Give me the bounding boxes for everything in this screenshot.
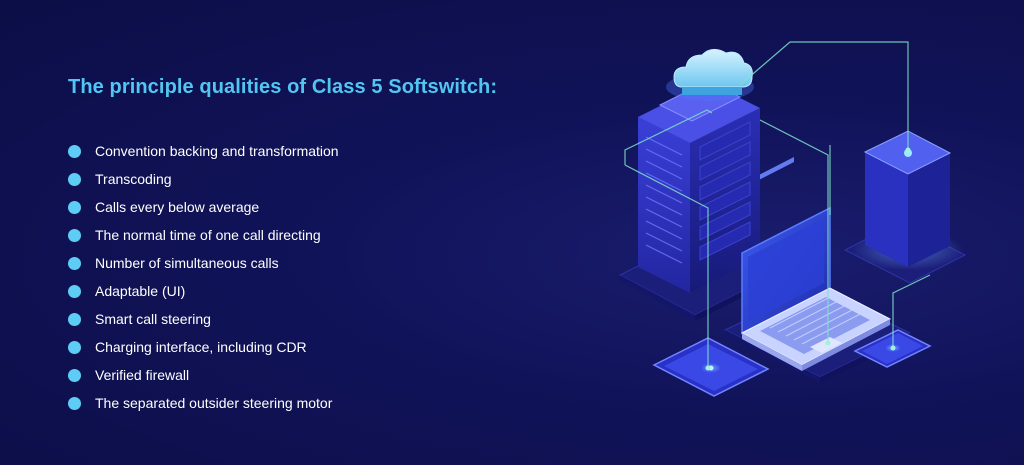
feature-label: The normal time of one call directing [95, 227, 321, 243]
list-item: The separated outsider steering motor [68, 389, 339, 417]
network-illustration [618, 41, 967, 397]
feature-label: Adaptable (UI) [95, 283, 186, 299]
bullet-icon [68, 284, 81, 298]
server-rack-icon [853, 130, 963, 270]
bullet-icon [68, 228, 81, 242]
feature-label: Charging interface, including CDR [95, 339, 307, 355]
bullet-icon [68, 172, 81, 186]
bullet-icon [68, 256, 81, 270]
list-item: Number of simultaneous calls [68, 249, 339, 277]
list-item: The normal time of one call directing [68, 221, 339, 249]
cloud-icon [666, 49, 754, 101]
list-item: Verified firewall [68, 361, 339, 389]
bullet-icon [68, 200, 81, 214]
feature-label: Smart call steering [95, 311, 211, 327]
bullet-icon [68, 396, 81, 410]
page-title: The principle qualities of Class 5 Softs… [68, 76, 498, 98]
bullet-icon [68, 368, 81, 382]
laptop-icon [740, 157, 892, 371]
feature-label: Calls every below average [95, 199, 260, 215]
feature-list: Convention backing and transformation Tr… [68, 137, 339, 417]
list-item: Calls every below average [68, 193, 339, 221]
bullet-icon [68, 144, 81, 158]
feature-label: Convention backing and transformation [95, 143, 339, 159]
list-item: Charging interface, including CDR [68, 333, 339, 361]
feature-label: Number of simultaneous calls [95, 255, 279, 271]
list-item: Smart call steering [68, 305, 339, 333]
feature-label: Transcoding [95, 171, 172, 187]
list-item: Convention backing and transformation [68, 137, 339, 165]
bullet-icon [68, 312, 81, 326]
list-item: Adaptable (UI) [68, 277, 339, 305]
feature-label: The separated outsider steering motor [95, 395, 333, 411]
feature-label: Verified firewall [95, 367, 190, 383]
bullet-icon [68, 340, 81, 354]
connection-nodes [705, 147, 911, 371]
network-connections [624, 41, 931, 368]
list-item: Transcoding [68, 165, 339, 193]
